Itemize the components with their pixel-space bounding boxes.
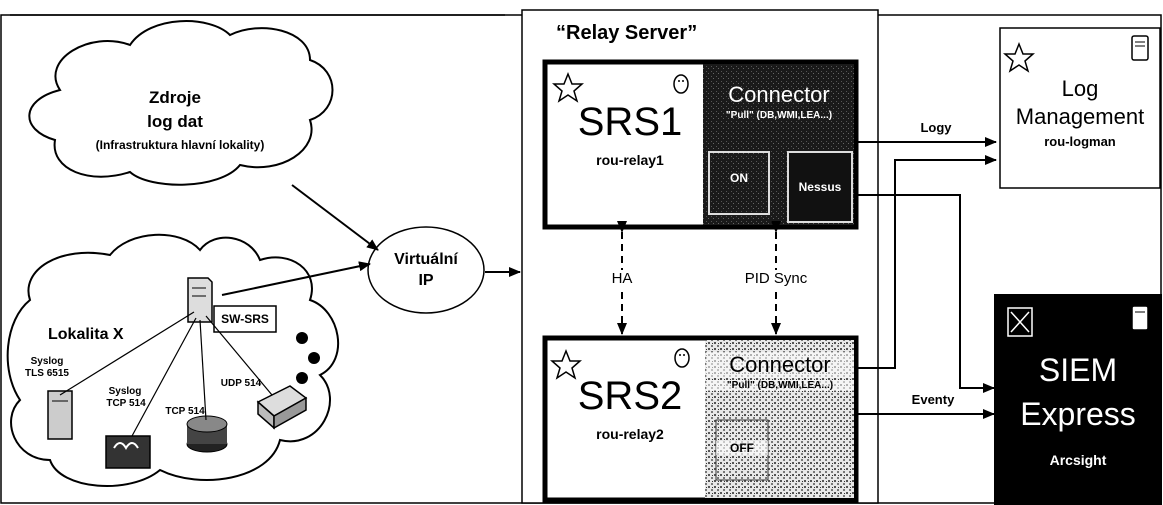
router-icon xyxy=(186,415,228,453)
ha-label: HA xyxy=(597,270,647,287)
srs2-penguin-icon xyxy=(674,348,690,368)
virtual-ip-line1: Virtuální xyxy=(394,251,458,268)
srs1-nessus-box xyxy=(787,151,853,223)
edge-events-label: Eventy xyxy=(911,392,955,407)
link-syslog-tls-1: Syslog xyxy=(30,356,64,367)
log-management-server-icon xyxy=(1131,35,1149,61)
srs1-on-box xyxy=(708,151,770,215)
source-cloud-subtitle: (Infrastruktura hlavní lokality) xyxy=(95,138,265,152)
log-management-line2: Management xyxy=(1015,104,1145,129)
siem-logo-icon xyxy=(1007,307,1033,337)
relay-server-title: “Relay Server” xyxy=(556,22,698,44)
firewall-icon xyxy=(105,435,151,469)
srs2-name: SRS2 xyxy=(577,374,683,418)
log-management-star-icon xyxy=(1003,41,1035,73)
srs1-nessus: Nessus xyxy=(798,180,842,194)
srs1-name: SRS1 xyxy=(577,100,683,144)
srs2-host: rou-relay2 xyxy=(596,426,664,442)
switch-icon xyxy=(187,277,213,323)
source-cloud-title-2: log dat xyxy=(147,112,203,131)
siem-vendor: Arcsight xyxy=(1049,452,1107,468)
edge-srs2-to-logman xyxy=(856,155,997,369)
siem-line1: SIEM xyxy=(1038,352,1118,388)
srs1-star-icon xyxy=(552,71,584,103)
srs2-connector-sub: "Pull" (DB,WMI,LEA...) xyxy=(706,380,854,391)
edge-source-to-vip xyxy=(291,184,379,251)
log-management-host: rou-logman xyxy=(1044,134,1116,149)
site-cloud-title: Lokalita X xyxy=(48,326,124,343)
srs2-state: OFF xyxy=(716,441,768,455)
log-management-line1: Log xyxy=(1061,76,1099,101)
link-syslog-tcp-2: TCP 514 xyxy=(106,398,146,409)
siem-line2: Express xyxy=(1020,396,1136,432)
server-tower-icon xyxy=(47,390,73,440)
more-devices-dots xyxy=(296,332,320,384)
edge-switch-to-vip xyxy=(221,261,371,296)
virtual-ip-line2: IP xyxy=(418,272,434,289)
srs1-host: rou-relay1 xyxy=(596,152,664,168)
edge-logs-label: Logy xyxy=(920,120,952,135)
srs1-penguin-icon xyxy=(673,74,689,94)
source-cloud-title-1: Zdroje xyxy=(149,88,201,107)
virtual-ip-node xyxy=(367,226,485,314)
source-cloud xyxy=(28,20,334,186)
srs1-connector-sub: "Pull" (DB,WMI,LEA...) xyxy=(725,110,833,121)
srs2-star-icon xyxy=(550,348,582,380)
printer-icon xyxy=(256,385,308,430)
pid-sync-label: PID Sync xyxy=(730,270,822,287)
sw-srs-label-box xyxy=(213,305,277,333)
siem-server-icon xyxy=(1131,305,1149,331)
link-syslog-tls-2: TLS 6515 xyxy=(25,368,69,379)
link-syslog-tcp-1: Syslog xyxy=(108,386,142,397)
srs1-state: ON xyxy=(730,171,748,185)
link-tcp: TCP 514 xyxy=(165,406,205,417)
edge-srs1-to-siem xyxy=(856,194,995,393)
srs2-connector-title: Connector xyxy=(706,352,854,378)
site-links xyxy=(59,311,273,437)
sw-srs-label: SW-SRS xyxy=(221,312,269,326)
link-udp: UDP 514 xyxy=(220,378,262,389)
srs1-connector-title: Connector xyxy=(728,82,830,107)
